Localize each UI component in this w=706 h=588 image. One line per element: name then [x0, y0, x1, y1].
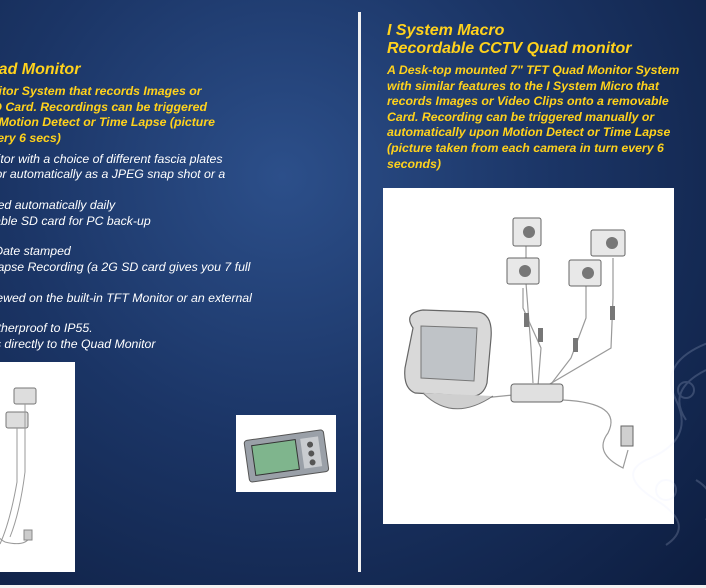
macro-system-diagram	[383, 188, 674, 524]
feature-list: nt Monitor with a choice of different fa…	[0, 152, 360, 352]
panel-divider	[358, 12, 361, 572]
left-panel: o CTV Quad Monitor FT Quad Monitor Syste…	[0, 43, 360, 572]
feature-item: e be viewed on the built-in TFT Monitor …	[0, 290, 252, 305]
feature-item: deo	[0, 183, 360, 198]
feature-item: e created automatically daily	[0, 198, 116, 213]
feature-item: g)	[0, 275, 360, 290]
feature-item: removable SD card for PC back-up	[0, 213, 151, 228]
left-desc-line: removable SD Card. Recordings can be tri…	[0, 99, 208, 114]
right-desc-line: Card. Recording can be triggered manuall…	[387, 109, 655, 124]
left-product-title: o CTV Quad Monitor	[0, 43, 360, 79]
right-product-title: I System Macro Recordable CCTV Quad moni…	[387, 22, 706, 58]
right-desc-line: A Desk-top mounted 7" TFT Quad Monitor S…	[387, 63, 680, 77]
feature-item: e and Date stamped	[0, 244, 71, 259]
right-desc-line: records Images or Video Clips onto a rem…	[387, 94, 669, 109]
dragon-watermark-icon	[626, 330, 706, 550]
right-product-description: A Desk-top mounted 7" TFT Quad Monitor S…	[387, 63, 706, 172]
left-product-description: FT Quad Monitor System that records Imag…	[0, 84, 360, 146]
right-desc-line: automatically upon Motion Detect or Time…	[387, 125, 671, 140]
quad-monitor-system-diagram	[0, 362, 75, 572]
right-title-line: I System Macro	[387, 22, 505, 39]
left-desc-line: FT Quad Monitor System that records Imag…	[0, 84, 202, 98]
feature-item: Time Lapse Recording (a 2G SD card gives…	[0, 259, 251, 274]
left-desc-line: era in turn every 6 secs)	[0, 130, 61, 145]
right-desc-line: seconds)	[387, 156, 441, 171]
feature-item: ameras directly to the Quad Monitor	[0, 336, 156, 351]
bottom-border	[0, 585, 706, 588]
right-desc-line: (picture taken from each camera in turn …	[387, 140, 664, 155]
left-desc-line: atically upon Motion Detect or Time Laps…	[0, 115, 215, 129]
feature-item: lly weatherproof to IP55.	[0, 321, 93, 336]
feature-item	[0, 306, 360, 321]
feature-item: ay	[0, 229, 360, 244]
right-panel: I System Macro Recordable CCTV Quad moni…	[363, 0, 706, 588]
monitor-fascia-photo	[236, 415, 336, 492]
left-title-line: CTV Quad Monitor	[0, 61, 81, 78]
feature-item: nt Monitor with a choice of different fa…	[0, 152, 223, 166]
feature-item: nually or automatically as a JPEG snap s…	[0, 167, 226, 182]
right-desc-line: with similar features to the I System Mi…	[387, 78, 659, 93]
right-title-line: Recordable CCTV Quad monitor	[387, 40, 632, 57]
left-title-line: o	[0, 43, 360, 61]
